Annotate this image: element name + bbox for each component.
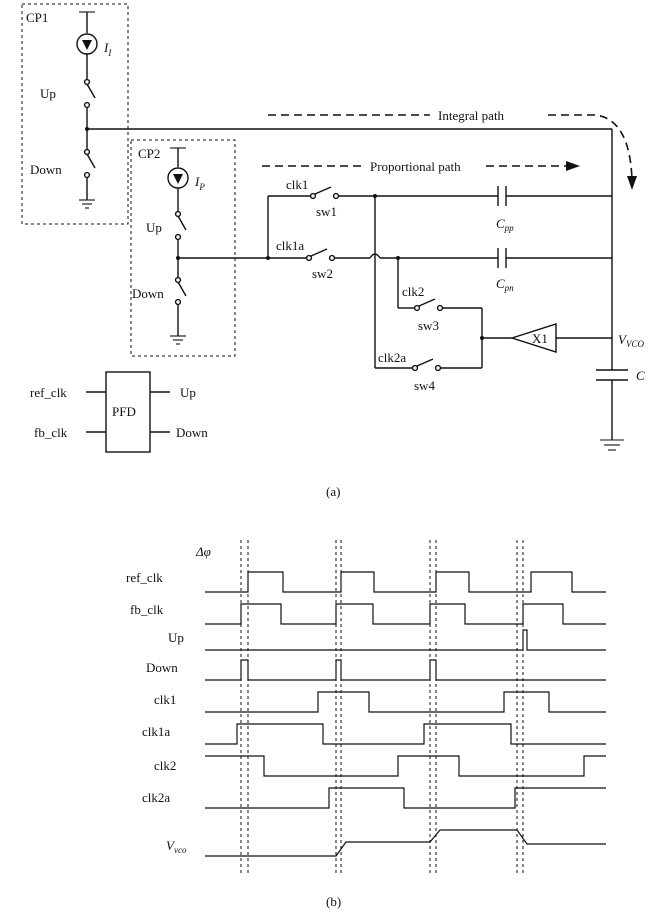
x1-label: X1 [532,331,548,346]
switch-sw2 [305,248,498,262]
cp1-branch [76,11,98,209]
cp1-down-label: Down [30,162,62,177]
pfd-out-up: Up [180,385,196,400]
waveform-fb-clk [205,603,606,625]
c-label: C [636,368,645,383]
timing-waveforms [205,571,606,809]
cp2-up-label: Up [146,220,162,235]
waveform-up [205,629,606,651]
cp2-branch [167,147,189,345]
cp1-box [21,3,129,225]
cpp-label: Cpp [496,216,514,233]
timing-label-up: Up [168,630,184,645]
caption-a: (a) [326,484,340,499]
capacitor-cpp [497,186,612,206]
cp2-label: CP2 [138,146,160,161]
timing-diagram: Δφ ref_clk fb_clk Up Down clk1 clk1a clk… [126,540,606,909]
timing-label-clk1a: clk1a [142,724,170,739]
pfd-block [105,371,151,453]
pfd-label: PFD [112,404,136,419]
sw3-label: sw3 [418,318,439,333]
timing-label-clk2a: clk2a [142,790,170,805]
waveform-clk1 [205,691,606,713]
sw4-label: sw4 [414,378,435,393]
delta-phi-label: Δφ [195,544,211,559]
cp1-current-symbol: II [103,40,112,58]
integral-path-label: Integral path [438,108,505,123]
sw2-label: sw2 [312,266,333,281]
timing-label-clk2: clk2 [154,758,176,773]
cp2-current-symbol: IP [194,174,205,192]
clk1-label: clk1 [286,177,308,192]
pfd-in-ref-clk: ref_clk [30,385,67,400]
caption-b: (b) [326,894,341,909]
cpn-label: Cpn [496,276,514,293]
waveform-ref-clk [205,571,606,593]
cp2-down-label: Down [132,286,164,301]
waveform-clk2 [205,755,606,777]
circuit-diagram: CP1 II Up Down Integral path [21,3,645,499]
waveform-down [205,659,606,681]
capacitor-cpn [497,248,612,268]
switch-sw4 [411,358,482,372]
pfd-in-fb-clk: fb_clk [34,425,68,440]
clk2-label: clk2 [402,284,424,299]
cp1-label: CP1 [26,10,48,25]
switch-sw3 [413,298,483,368]
clk2a-label: clk2a [378,350,406,365]
cp1-up-label: Up [40,86,56,101]
timing-label-clk1: clk1 [154,692,176,707]
waveform-clk2a [205,787,606,809]
timing-label-fb-clk: fb_clk [130,602,164,617]
waveform-clk1a [205,723,606,745]
timing-label-down: Down [146,660,178,675]
timing-label-vvco: Vvco [166,838,187,855]
clk1a-label: clk1a [276,238,304,253]
timing-markers [240,540,524,874]
pfd-out-down: Down [176,425,208,440]
cp2-box [130,139,236,357]
vvco-label: VVCO [618,332,644,349]
switch-sw1 [309,186,498,200]
waveform-vvco [205,829,606,857]
timing-label-ref-clk: ref_clk [126,570,163,585]
sw1-label: sw1 [316,204,337,219]
proportional-path-label: Proportional path [370,159,461,174]
